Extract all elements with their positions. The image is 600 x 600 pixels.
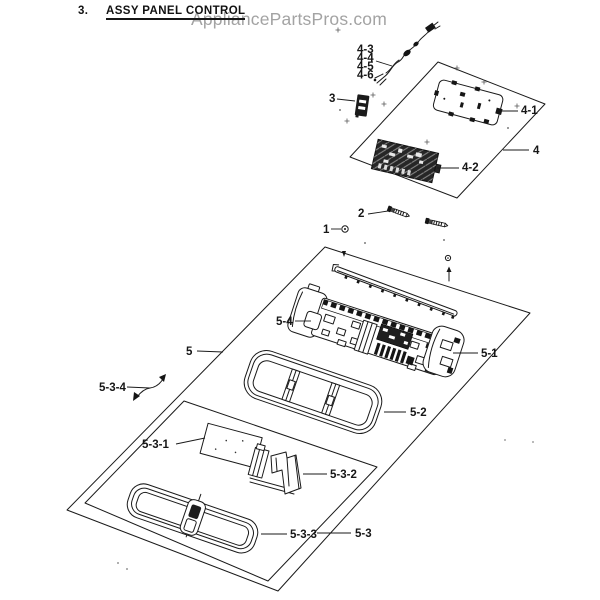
part-label-5-3: 5-3 [355, 528, 372, 540]
part-label-4-2: 4-2 [462, 162, 479, 174]
part-label-2: 2 [358, 208, 364, 220]
part-screw-2 [386, 205, 410, 218]
part-control-panel-frame [287, 283, 465, 378]
part-label-5-3-3: 5-3-3 [290, 529, 317, 541]
part-label-4-3: 4-3 [357, 44, 374, 56]
part-label-5-2: 5-2 [410, 407, 427, 419]
part-screw-1 [341, 225, 349, 257]
watermark: AppliancePartsPros.com [191, 9, 388, 29]
part-label-5-3-2: 5-3-2 [330, 469, 357, 481]
part-4-1-pcb-cover [432, 79, 504, 126]
part-label-4: 4 [533, 145, 540, 157]
part-label-4-1: 4-1 [521, 105, 538, 117]
group-box-5-3 [84, 400, 378, 582]
part-label-5-4: 5-4 [276, 316, 293, 328]
section-number: 3. [78, 5, 89, 17]
part-labels: 4-3 4-4 4-5 4-6 3 4-1 4 4-2 2 1 5-4 5-1 … [99, 44, 540, 541]
part-label-3: 3 [329, 93, 335, 105]
part-3-bracket [354, 94, 370, 118]
part-wire-harness [373, 21, 441, 86]
leader-lines [126, 60, 529, 535]
part-label-4-5: 4-5 [357, 61, 374, 73]
part-label-5-1: 5-1 [481, 348, 498, 360]
part-4-2-pcb [370, 138, 442, 184]
page-title: ASSY PANEL CONTROL [106, 5, 246, 20]
part-label-5: 5 [186, 346, 193, 358]
part-label-5-3-1: 5-3-1 [142, 439, 169, 451]
part-top-trim-rail [331, 263, 458, 319]
part-pin-screw [444, 254, 452, 282]
part-5-3-1-panel [199, 422, 270, 479]
part-label-1: 1 [323, 224, 330, 236]
part-label-4-6: 4-6 [357, 70, 374, 82]
part-screw-2b [424, 217, 449, 228]
part-label-4-4: 4-4 [357, 53, 374, 65]
part-5-3-3-trim [126, 483, 259, 554]
part-5-2-bezel [243, 350, 383, 434]
part-label-5-3-4: 5-3-4 [99, 382, 126, 394]
part-5-3-2-bracket [270, 451, 302, 495]
section-header: 3. ASSY PANEL CONTROL [78, 5, 246, 20]
scan-noise [117, 27, 534, 570]
